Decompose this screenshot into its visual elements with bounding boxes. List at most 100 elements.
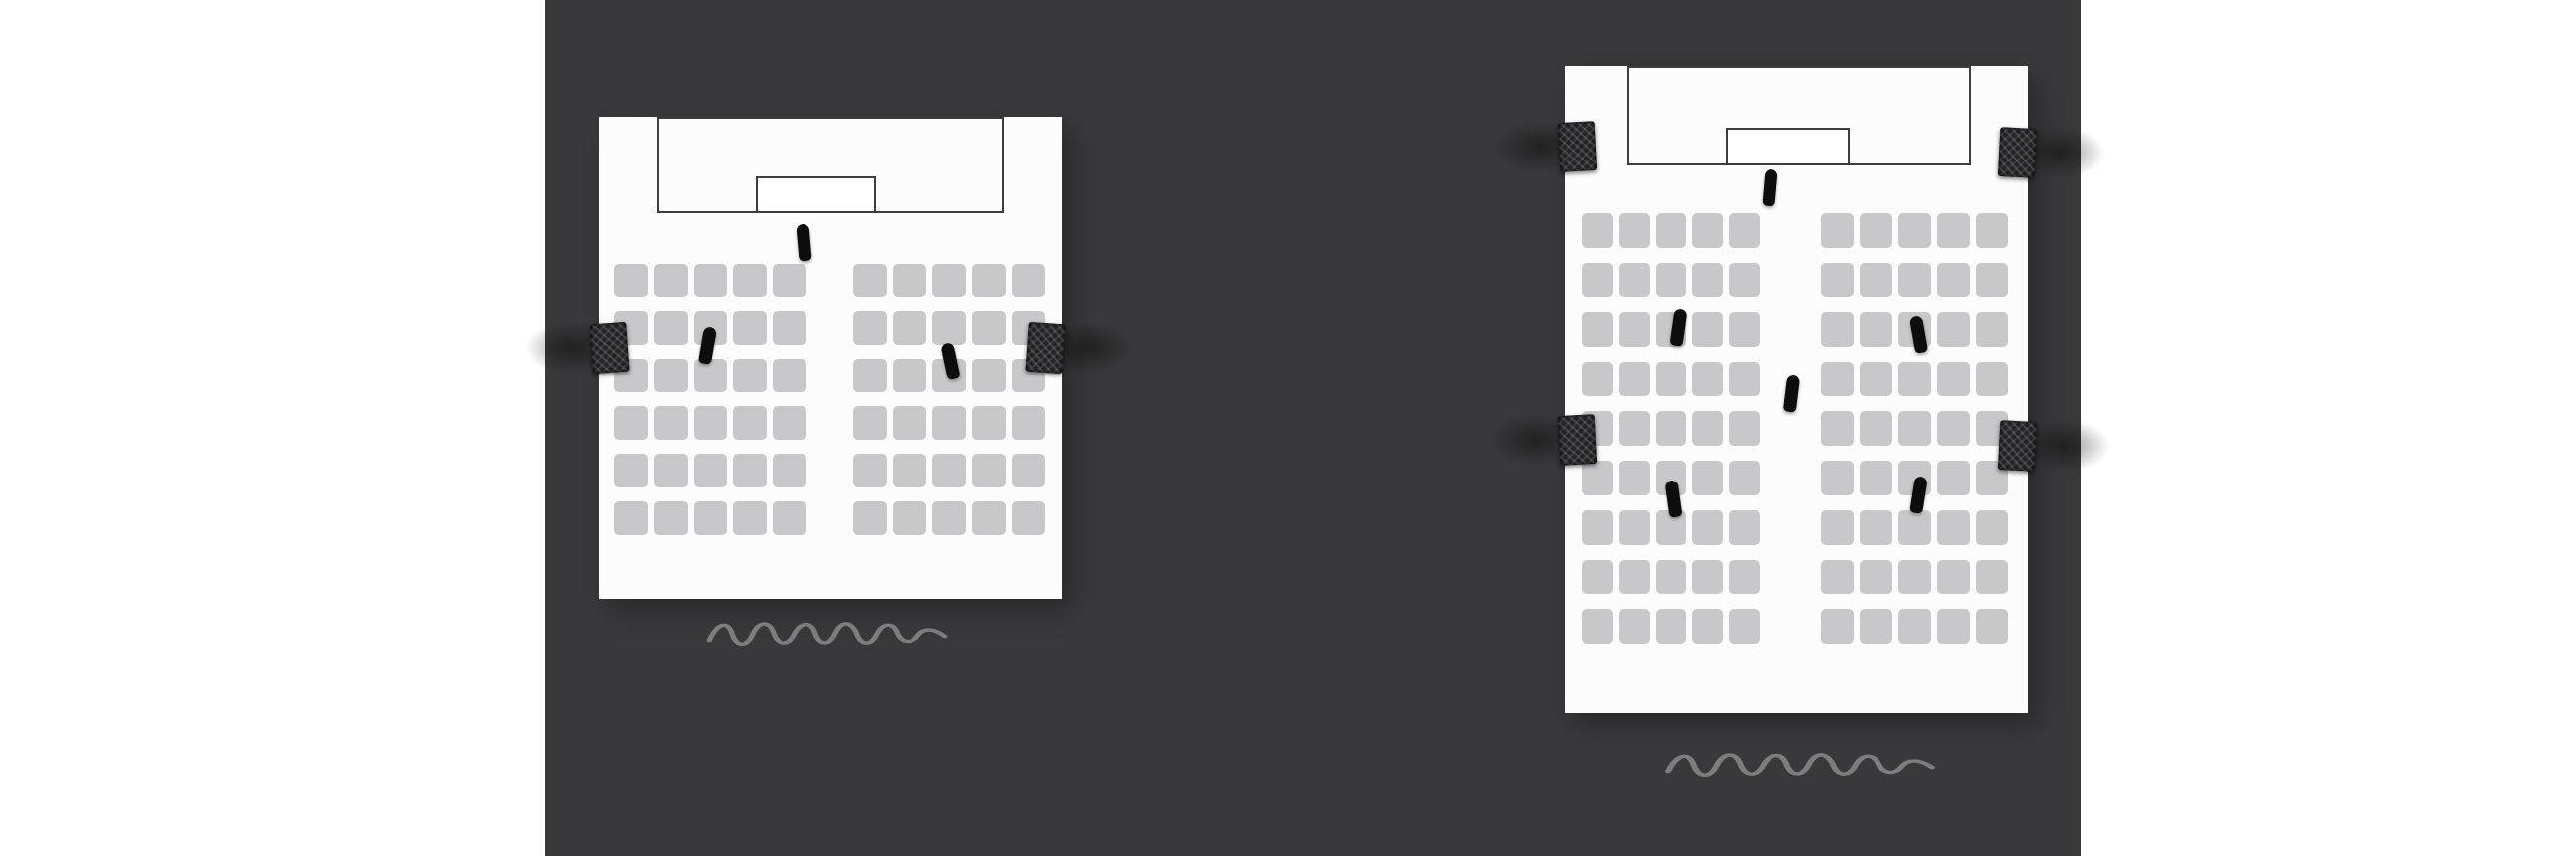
seat (1860, 411, 1892, 446)
seat (1692, 461, 1723, 495)
seat (1012, 501, 1045, 535)
seat (654, 311, 688, 345)
seat (972, 454, 1006, 487)
seat (1821, 362, 1854, 396)
seat (1976, 213, 2008, 248)
seat (932, 454, 966, 487)
seat (1860, 213, 1892, 248)
person-marker (796, 223, 812, 262)
seat (654, 454, 688, 487)
seat (773, 501, 806, 535)
seat (1619, 560, 1650, 594)
seat (1937, 609, 1970, 644)
seat (1937, 560, 1970, 594)
seat (853, 264, 887, 297)
seat (1619, 510, 1650, 545)
seat (1860, 362, 1892, 396)
seat (614, 454, 648, 487)
seat (614, 406, 648, 440)
seat (932, 501, 966, 535)
wall-speaker-icon (1557, 121, 1598, 172)
seat (932, 406, 966, 440)
seat (932, 264, 966, 297)
seat (733, 264, 767, 297)
seat (773, 359, 806, 392)
seat (614, 264, 648, 297)
seat (1898, 609, 1931, 644)
seat (1619, 312, 1650, 347)
seat (1692, 510, 1723, 545)
seat (1692, 263, 1723, 297)
seat (1860, 461, 1892, 495)
seat (893, 311, 926, 345)
seat (1656, 411, 1686, 446)
seat (1937, 263, 1970, 297)
seat (654, 406, 688, 440)
seat (1976, 263, 2008, 297)
seat (1656, 560, 1686, 594)
seat (1619, 609, 1650, 644)
seat (1012, 264, 1045, 297)
seat (1821, 263, 1854, 297)
seat (1729, 411, 1760, 446)
podium (756, 176, 876, 213)
seat (1976, 312, 2008, 347)
seat (853, 454, 887, 487)
seat (972, 406, 1006, 440)
seat (1582, 461, 1613, 495)
seat (1582, 362, 1613, 396)
seat (1729, 609, 1760, 644)
seat (773, 454, 806, 487)
seat (853, 406, 887, 440)
seat (1619, 461, 1650, 495)
seat (773, 406, 806, 440)
seat (1821, 411, 1854, 446)
seat (893, 454, 926, 487)
seat (1656, 213, 1686, 248)
person-marker (1782, 374, 1801, 413)
seat (1582, 312, 1613, 347)
seat (1976, 609, 2008, 644)
seat (893, 359, 926, 392)
room-large (1557, 66, 2038, 777)
seat (654, 501, 688, 535)
seat (893, 406, 926, 440)
podium (1726, 128, 1850, 165)
person-marker (1762, 168, 1778, 207)
seat (694, 406, 727, 440)
seat (1976, 560, 2008, 594)
seat (1937, 312, 1970, 347)
seat (1898, 263, 1931, 297)
wall-speaker-icon (1997, 420, 2038, 472)
seat (1582, 263, 1613, 297)
seat (1692, 362, 1723, 396)
seat (1898, 510, 1931, 545)
seat (1729, 510, 1760, 545)
seat (654, 264, 688, 297)
seat (1898, 213, 1931, 248)
seat (733, 406, 767, 440)
seat (1692, 560, 1723, 594)
seat-block (614, 264, 806, 535)
seat (1821, 213, 1854, 248)
seat (1898, 560, 1931, 594)
seat (1012, 406, 1045, 440)
seat (1860, 560, 1892, 594)
seat (853, 501, 887, 535)
seat (1860, 263, 1892, 297)
seat (1937, 411, 1970, 446)
room-small (590, 117, 1066, 646)
seat (1898, 362, 1931, 396)
handwritten-caption (1664, 753, 1936, 777)
seat (1582, 213, 1613, 248)
seat (614, 501, 648, 535)
seat (853, 311, 887, 345)
seat (1937, 213, 1970, 248)
seat (733, 501, 767, 535)
seat (1619, 411, 1650, 446)
seat (733, 311, 767, 345)
seat (694, 454, 727, 487)
seat (1729, 560, 1760, 594)
seat (1656, 362, 1686, 396)
